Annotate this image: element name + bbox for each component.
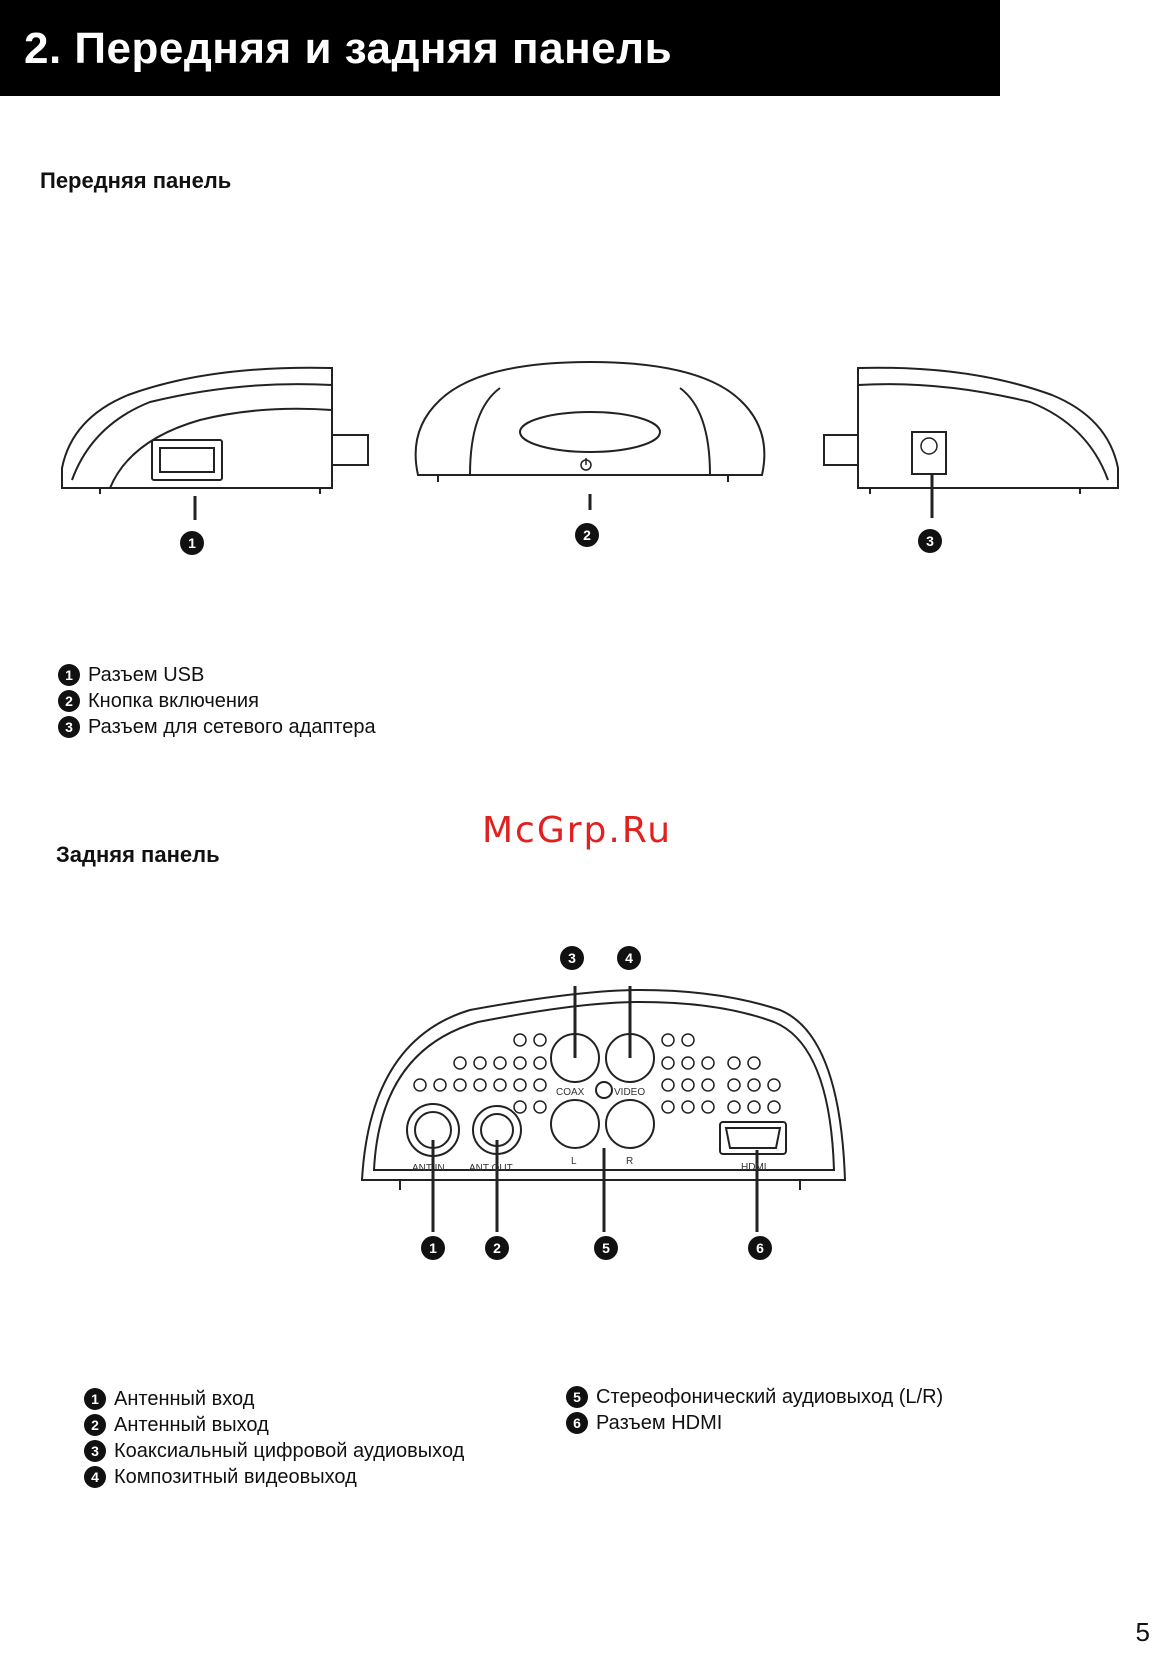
rear-callouts: 1 2 3 4 5 6 <box>421 946 772 1260</box>
legend-text: Стереофонический аудиовыход (L/R) <box>596 1385 944 1408</box>
svg-text:1: 1 <box>188 535 196 551</box>
legend-text: Коаксиальный цифровой аудиовыход <box>114 1439 465 1462</box>
legend-number-badge: 1 <box>58 664 80 686</box>
legend-item: 6 Разъем HDMI <box>566 1410 943 1436</box>
svg-text:2: 2 <box>583 527 591 543</box>
page-number: 5 <box>1135 1617 1150 1647</box>
legend-number-badge: 4 <box>84 1466 106 1488</box>
svg-text:2: 2 <box>493 1240 501 1256</box>
legend-item: 2 Антенный выход <box>84 1412 464 1438</box>
rear-legend-left: 1 Антенный вход 2 Антенный выход 3 Коаксиал… <box>84 1386 464 1490</box>
vent-holes <box>413 1033 781 1114</box>
legend-item: 3 Разъем для сетевого адаптера <box>58 714 376 740</box>
legend-text: Разъем HDMI <box>596 1411 723 1434</box>
front-legend: 1 Разъем USB 2 Кнопка включения 3 Разъем дл… <box>58 662 376 740</box>
legend-text: Разъем для сетевого адаптера <box>88 715 376 738</box>
legend-number-badge: 2 <box>84 1414 106 1436</box>
svg-text:4: 4 <box>625 950 633 966</box>
front-callouts: 1 2 3 <box>180 523 942 555</box>
svg-text:3: 3 <box>568 950 576 966</box>
legend-text: Композитный видеовыход <box>114 1465 357 1488</box>
label-video: VIDEO <box>614 1087 645 1098</box>
svg-text:1: 1 <box>429 1240 437 1256</box>
legend-number-badge: 6 <box>566 1412 588 1434</box>
svg-text:3: 3 <box>926 533 934 549</box>
label-hdmi: HDMI <box>741 1162 767 1173</box>
legend-number-badge: 3 <box>58 716 80 738</box>
legend-number-badge: 3 <box>84 1440 106 1462</box>
legend-item: 1 Антенный вход <box>84 1386 464 1412</box>
page-title: 2. Передняя и задняя панель <box>24 24 673 73</box>
label-left: L <box>571 1156 577 1167</box>
left-side-view <box>61 366 369 494</box>
label-ant-out: ANT OUT <box>469 1163 513 1174</box>
legend-text: Кнопка включения <box>88 689 259 712</box>
legend-text: Разъем USB <box>88 663 205 686</box>
svg-text:5: 5 <box>602 1240 610 1256</box>
legend-item: 5 Стереофонический аудиовыход (L/R) <box>566 1384 943 1410</box>
right-side-view <box>823 366 1119 494</box>
watermark: McGrp.Ru <box>482 810 673 851</box>
label-coax: COAX <box>556 1087 585 1098</box>
svg-text:6: 6 <box>756 1240 764 1256</box>
legend-number-badge: 5 <box>566 1386 588 1408</box>
label-right: R <box>626 1156 633 1167</box>
legend-item: 1 Разъем USB <box>58 662 376 688</box>
legend-number-badge: 1 <box>84 1388 106 1410</box>
legend-text: Антенный выход <box>114 1413 269 1436</box>
legend-item: 2 Кнопка включения <box>58 688 376 714</box>
legend-item: 4 Композитный видеовыход <box>84 1464 464 1490</box>
label-ant-in: ANT IN <box>412 1163 445 1174</box>
rear-legend-right: 5 Стереофонический аудиовыход (L/R) 6 Разъ… <box>566 1384 943 1436</box>
header-bar: 2. Передняя и задняя панель <box>0 0 1000 96</box>
legend-number-badge: 2 <box>58 690 80 712</box>
legend-text: Антенный вход <box>114 1387 255 1410</box>
rear-view <box>360 988 847 1190</box>
legend-item: 3 Коаксиальный цифровой аудиовыход <box>84 1438 464 1464</box>
rear-panel-title: Задняя панель <box>56 842 220 867</box>
front-panel-title: Передняя панель <box>40 168 232 193</box>
front-view <box>414 360 766 482</box>
